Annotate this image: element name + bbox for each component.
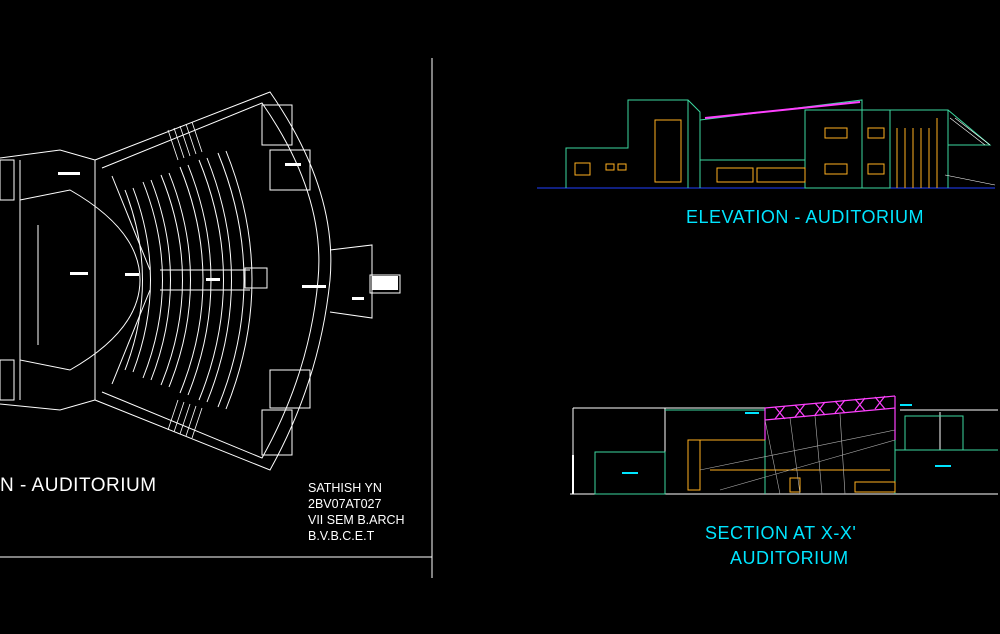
plan-inner-wall [101,102,320,459]
auditorium-floor-plan [0,91,401,471]
plan-outer-wall [94,91,332,471]
elevation-title: ELEVATION - AUDITORIUM [686,207,925,227]
credits-usn: 2BV07AT027 [308,497,382,511]
plan-small-labels [58,163,398,300]
sheet-frame [0,58,433,578]
credits-name: SATHISH YN [308,481,382,495]
credits-college: B.V.B.C.E.T [308,529,375,543]
plan-title: N - AUDITORIUM [0,475,157,496]
section-title-line2: AUDITORIUM [730,548,849,568]
plan-seating-rows [124,150,253,410]
credits-semester: VII SEM B.ARCH [308,513,405,527]
plan-stair-hatch [167,121,203,439]
plan-stage [0,149,96,411]
auditorium-elevation [537,99,996,189]
plan-stage-apron [19,189,141,371]
auditorium-section [570,395,998,495]
section-title-line1: SECTION AT X-X' [705,523,857,543]
